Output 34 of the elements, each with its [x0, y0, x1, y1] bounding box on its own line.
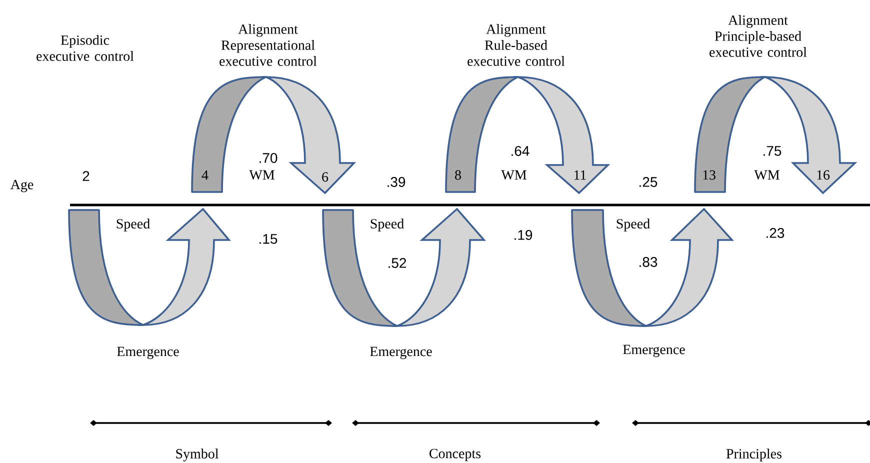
label: Speed: [370, 218, 404, 232]
label: .75: [764, 146, 782, 156]
label: Episodic executive control: [36, 35, 134, 61]
label: 8: [455, 170, 461, 180]
label: WM: [754, 170, 780, 180]
label: 11: [574, 170, 586, 180]
label: Symbol: [176, 448, 218, 462]
label: .83: [640, 257, 658, 267]
label: Principles: [726, 448, 782, 462]
label: 6: [322, 172, 328, 182]
label: .23: [766, 228, 784, 238]
label: WM: [249, 170, 274, 180]
label: 4: [202, 170, 208, 180]
label: Emergence: [370, 346, 432, 360]
label: Emergence: [117, 346, 179, 360]
label: Speed: [616, 218, 650, 232]
label: .64: [512, 146, 530, 156]
label: .15: [260, 234, 278, 244]
label: 16: [817, 170, 830, 180]
label: Alignment Principle-based executive control: [710, 15, 807, 57]
label: Emergence: [623, 344, 685, 358]
label: .39: [388, 177, 406, 187]
label: Concepts: [430, 448, 481, 462]
label: .70: [260, 153, 278, 163]
label: WM: [501, 170, 526, 180]
label: 2: [82, 171, 90, 181]
label: Age: [10, 180, 34, 192]
label: Alignment Representational executive control: [220, 24, 317, 66]
label: Alignment Rule-based executive control: [468, 24, 565, 66]
label: .19: [514, 230, 532, 240]
label: .52: [388, 258, 406, 268]
label: 13: [703, 170, 716, 180]
label: Speed: [116, 218, 150, 232]
label: .25: [640, 177, 658, 187]
